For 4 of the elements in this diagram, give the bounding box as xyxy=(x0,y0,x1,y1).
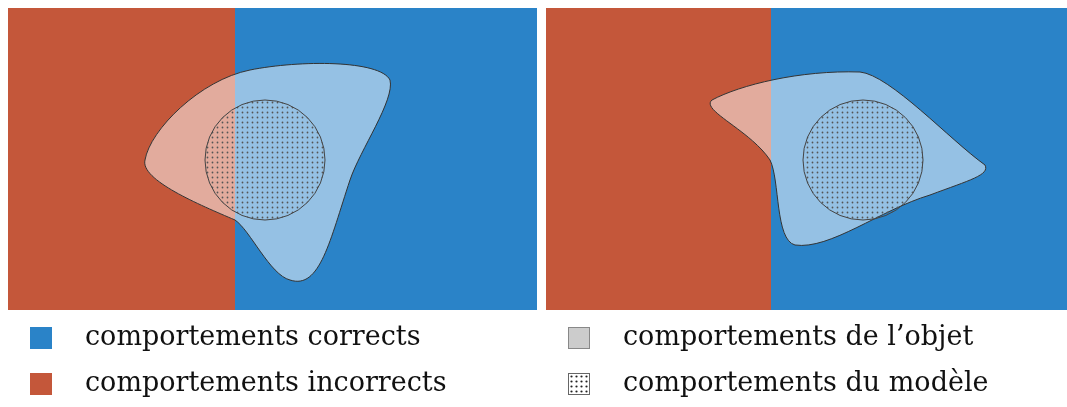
legend-label: comportements incorrects xyxy=(85,366,447,398)
legend-label: comportements du modèle xyxy=(623,366,989,398)
legend-label: comportements corrects xyxy=(85,320,421,352)
legend-label: comportements de l’objet xyxy=(623,320,974,352)
